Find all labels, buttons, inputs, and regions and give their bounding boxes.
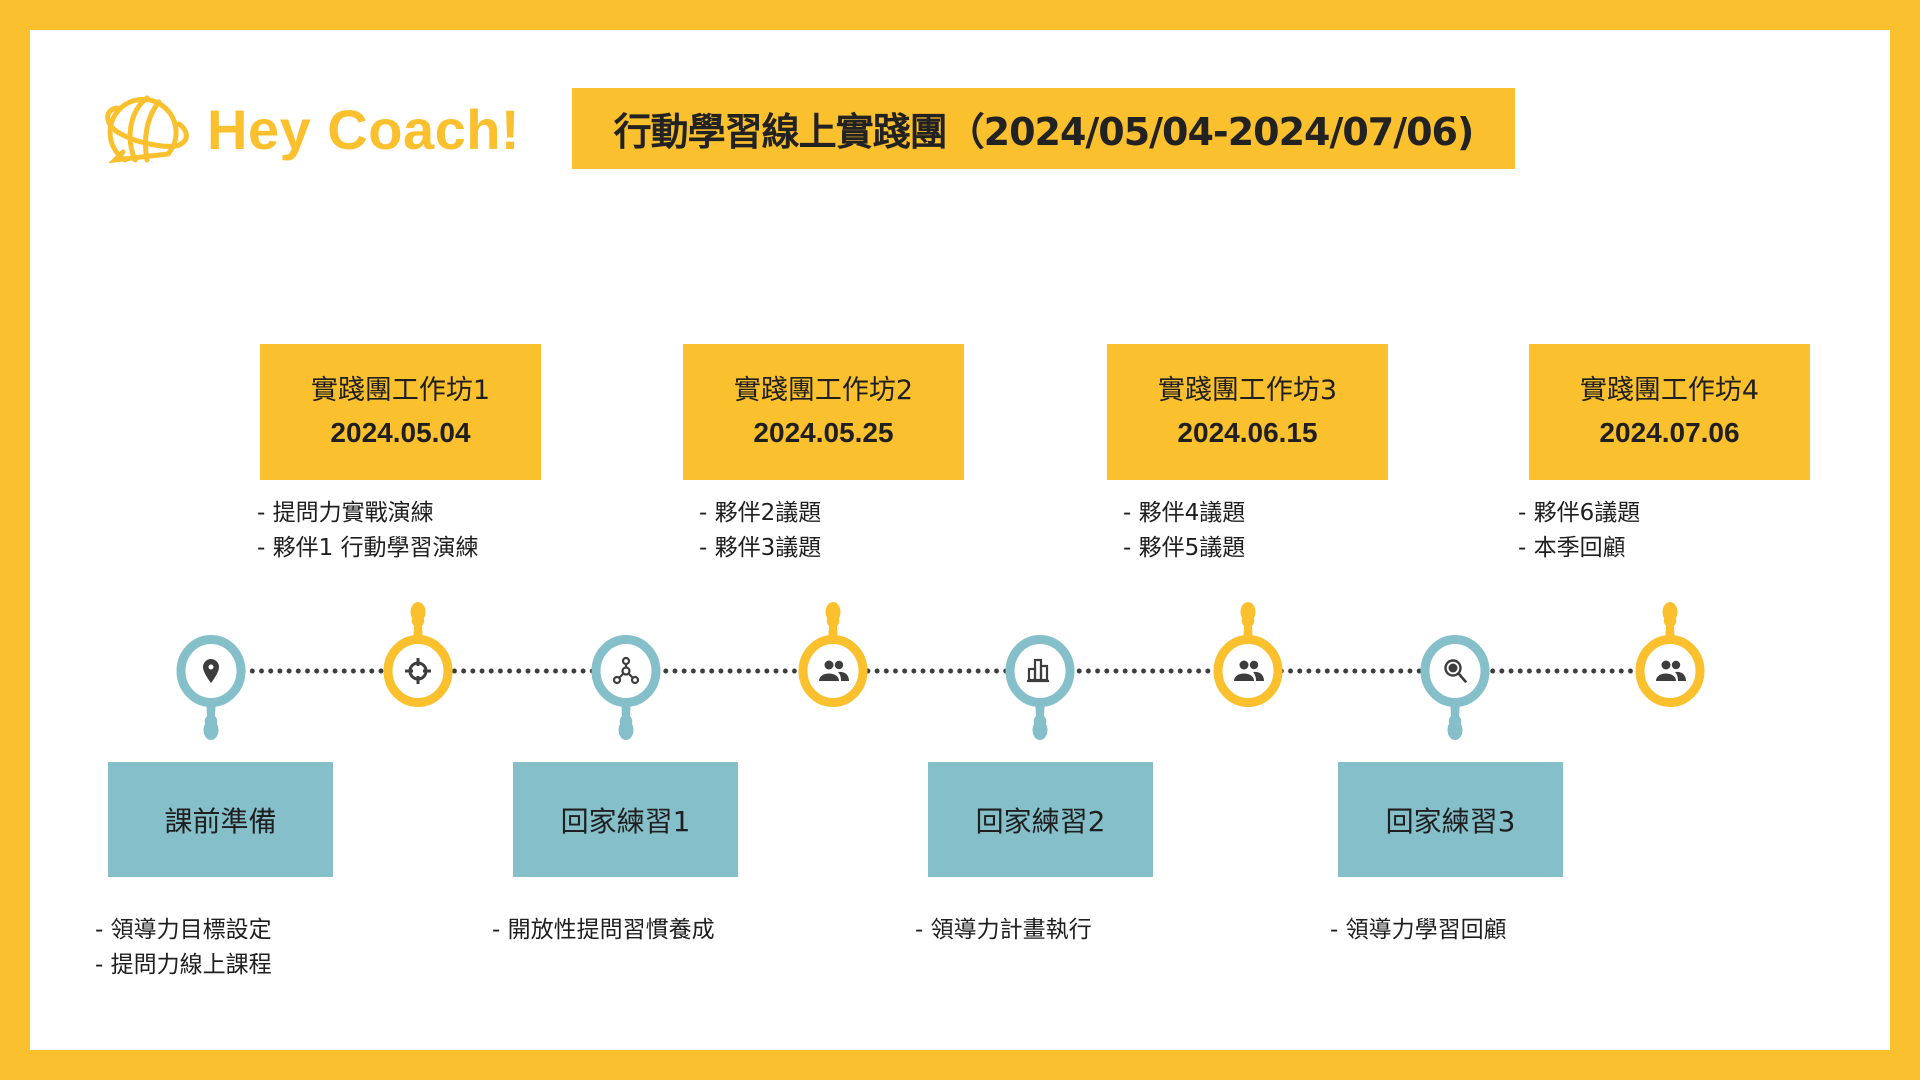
workshop-date: 2024.05.04 [330, 417, 471, 448]
note-item: - 夥伴4議題 [1123, 500, 1246, 526]
brand-logo: Hey Coach! [95, 92, 520, 166]
workshop-date: 2024.06.15 [1177, 417, 1318, 448]
timeline-node-2 [378, 596, 458, 746]
homework-3-notes: - 領導力學習回顧 [1330, 913, 1507, 948]
note-item: - 領導力學習回顧 [1330, 917, 1507, 943]
workshop-name: 實踐團工作坊4 [1579, 375, 1760, 406]
bar-chart-icon [1005, 635, 1075, 740]
note-item: - 夥伴3議題 [699, 535, 822, 561]
timeline-node-4 [793, 596, 873, 746]
note-item: - 夥伴5議題 [1123, 535, 1246, 561]
timeline-node-8 [1630, 596, 1710, 746]
timeline-node-5 [1000, 596, 1080, 746]
page-title: 行動學習線上實踐團（2024/05/04-2024/07/06) [613, 110, 1475, 154]
timeline-node-1 [171, 596, 251, 746]
note-item: - 夥伴2議題 [699, 500, 822, 526]
homework-2-notes: - 領導力計畫執行 [915, 913, 1092, 948]
note-item: - 提問力實戰演練 [257, 500, 434, 526]
note-item: - 本季回顧 [1518, 535, 1626, 561]
workshop-name: 實踐團工作坊1 [310, 375, 491, 406]
slide-canvas [30, 30, 1890, 1050]
network-icon [591, 635, 661, 740]
homework-1-notes: - 開放性提問習慣養成 [492, 913, 715, 948]
workshop-date: 2024.07.06 [1599, 417, 1740, 448]
homework-label: 課前準備 [164, 804, 277, 838]
note-item: - 領導力目標設定 [95, 917, 272, 943]
magnifier-icon [1420, 635, 1490, 740]
workshop-4-notes: - 夥伴6議題 - 本季回顧 [1518, 496, 1640, 566]
homework-label: 回家練習1 [560, 804, 691, 838]
people-icon [1635, 602, 1705, 707]
workshop-date: 2024.05.25 [753, 417, 894, 448]
workshop-card-3: 實踐團工作坊3 2024.06.15 [1107, 344, 1388, 480]
workshop-name: 實踐團工作坊3 [1157, 375, 1338, 406]
timeline-node-6 [1208, 596, 1288, 746]
workshop-1-notes: - 提問力實戰演練 - 夥伴1 行動學習演練 [257, 496, 479, 566]
workshop-card-4: 實踐團工作坊4 2024.07.06 [1529, 344, 1810, 480]
note-item: - 夥伴6議題 [1518, 500, 1641, 526]
note-item: - 開放性提問習慣養成 [492, 917, 715, 943]
note-item: - 夥伴1 行動學習演練 [257, 535, 479, 561]
people-icon [798, 602, 868, 707]
homework-label: 回家練習2 [975, 804, 1106, 838]
title-banner: 行動學習線上實踐團（2024/05/04-2024/07/06) [572, 88, 1515, 169]
homework-label: 回家練習3 [1385, 804, 1516, 838]
homework-0-notes: - 領導力目標設定 - 提問力線上課程 [95, 913, 272, 983]
workshop-card-1: 實踐團工作坊1 2024.05.04 [260, 344, 541, 480]
target-icon [383, 602, 453, 707]
workshop-2-notes: - 夥伴2議題 - 夥伴3議題 [699, 496, 821, 566]
homework-card-2: 回家練習2 [928, 762, 1153, 877]
map-pin-icon [176, 635, 246, 740]
workshop-3-notes: - 夥伴4議題 - 夥伴5議題 [1123, 496, 1245, 566]
homework-card-1: 回家練習1 [513, 762, 738, 877]
timeline-dotted-line [211, 668, 1670, 674]
homework-card-0: 課前準備 [108, 762, 333, 877]
timeline-node-3 [586, 596, 666, 746]
people-icon [1213, 602, 1283, 707]
note-item: - 領導力計畫執行 [915, 917, 1092, 943]
homework-card-3: 回家練習3 [1338, 762, 1563, 877]
timeline-node-7 [1415, 596, 1495, 746]
globe-chat-logo-icon [105, 95, 189, 164]
workshop-card-2: 實踐團工作坊2 2024.05.25 [683, 344, 964, 480]
brand-name: Hey Coach! [207, 97, 521, 161]
note-item: - 提問力線上課程 [95, 952, 272, 978]
workshop-name: 實踐團工作坊2 [733, 375, 914, 406]
